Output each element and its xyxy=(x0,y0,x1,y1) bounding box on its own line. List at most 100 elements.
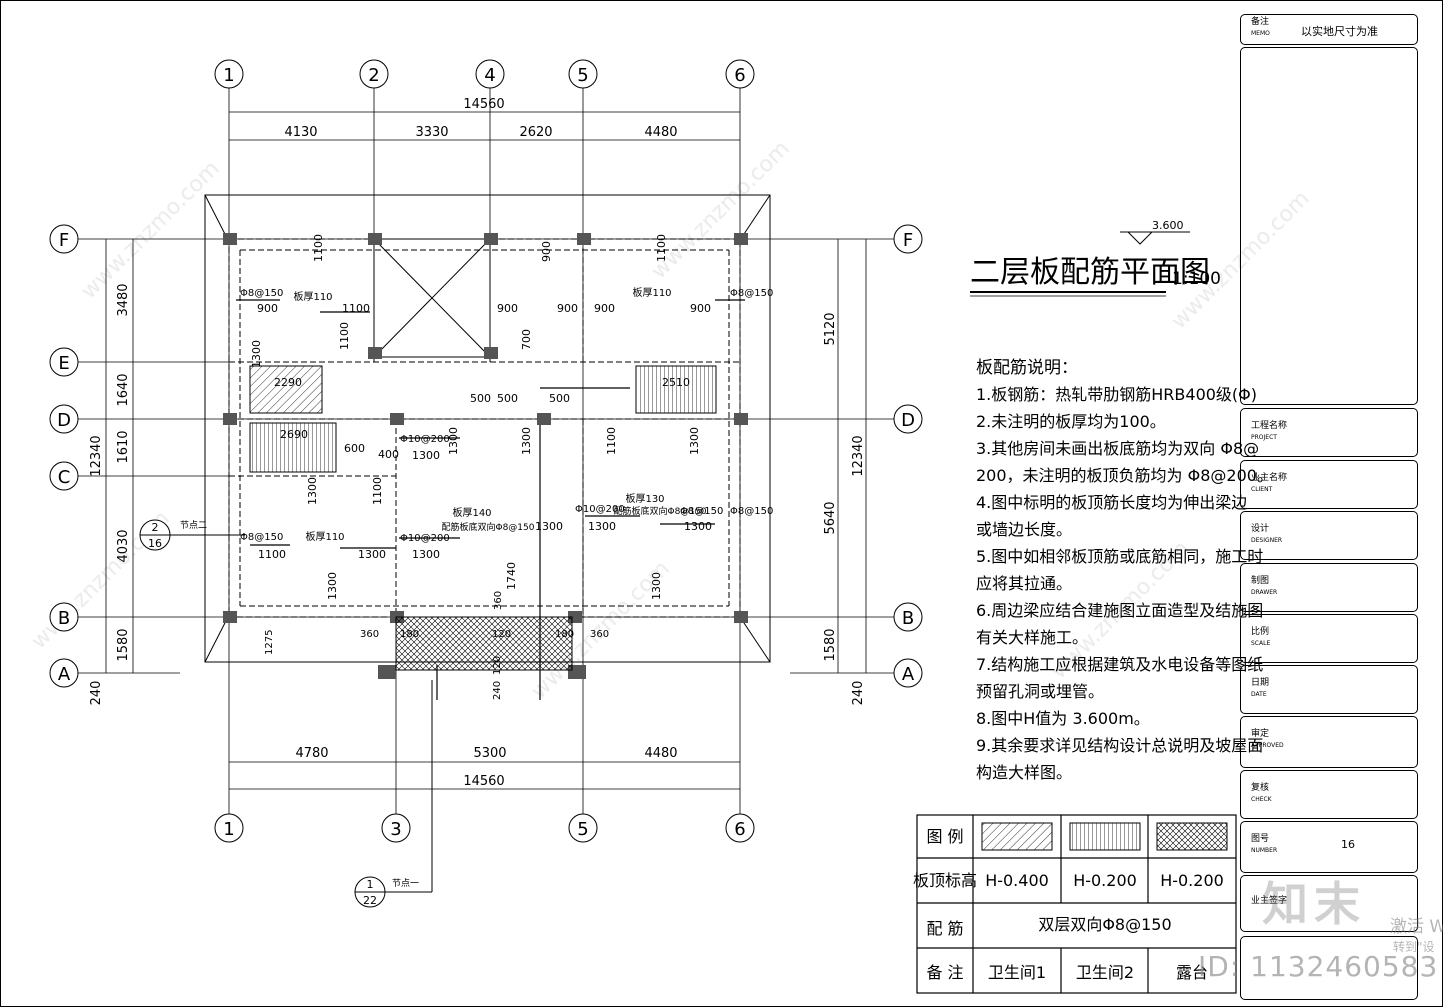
tb-designer: 设计 DESIGNER xyxy=(1240,511,1418,560)
hatch-dim: 2290 xyxy=(274,376,302,389)
dim-text: 4030 xyxy=(116,529,131,562)
tb-label: 日期 xyxy=(1251,678,1270,688)
note-item: 4.图中标明的板顶筋长度均为伸出梁边 xyxy=(976,493,1248,512)
dim-text: 5120 xyxy=(823,312,838,345)
tb-label: 备注 xyxy=(1251,17,1270,27)
note-item: 应将其拉通。 xyxy=(976,574,1073,593)
grid-label-top: 1 xyxy=(223,65,234,86)
rebar-length: 1300 xyxy=(688,427,701,455)
dim-text: 5300 xyxy=(473,746,506,761)
legend-value: 卫生间2 xyxy=(1076,963,1134,982)
watermark-text: www.znzmo.com xyxy=(647,136,795,284)
dim-text: 3330 xyxy=(415,125,448,140)
rebar-lines xyxy=(236,299,745,700)
note-item: 9.其余要求详见结构设计总说明及坡屋面 xyxy=(976,736,1264,755)
node-ref-sheet: 22 xyxy=(363,894,377,907)
tb-label-en: CHECK xyxy=(1251,796,1272,803)
rebar-label: Φ8@150 xyxy=(240,288,283,299)
legend-label: 备 注 xyxy=(926,963,963,982)
dimension-texts: 14560 4130 3330 2620 4480 4780 5300 4480… xyxy=(89,97,866,789)
dim-text: 1640 xyxy=(116,373,131,406)
note-item: 有关大样施工。 xyxy=(976,628,1089,647)
grid-label-right: F xyxy=(903,230,913,251)
note-item: 8.图中H值为 3.600m。 xyxy=(976,709,1150,728)
rebar-length: 1300 xyxy=(684,520,712,533)
grid-label-right: D xyxy=(901,410,915,431)
dim-text: 240 xyxy=(851,681,866,706)
rebar-length: 500 xyxy=(497,392,518,405)
id-overlay: ID: 1132460583 xyxy=(1198,950,1439,983)
rebar-label: Φ10@200 xyxy=(575,504,625,515)
dim-text: 4480 xyxy=(644,746,677,761)
tb-label-en: DESIGNER xyxy=(1251,537,1283,544)
grid-label-left: D xyxy=(57,410,71,431)
hatch-dim: 2510 xyxy=(662,376,690,389)
dim-text: 3480 xyxy=(116,283,131,316)
node-ref-num: 2 xyxy=(152,521,159,534)
legend-value: H-0.400 xyxy=(985,871,1049,890)
grid-label-right: A xyxy=(902,664,915,685)
rebar-label: Φ10@200 xyxy=(400,434,450,445)
tb-label-en: DATE xyxy=(1251,691,1267,698)
legend-swatch-cross xyxy=(1156,822,1228,851)
rebar-length: 600 xyxy=(344,442,365,455)
grid-label-bottom: 1 xyxy=(223,819,234,840)
misc-dim: 240 xyxy=(492,681,503,700)
tb-label-en: SCALE xyxy=(1251,640,1271,647)
stair-void xyxy=(373,238,491,358)
elevation-mark: 3.600 xyxy=(1152,219,1184,232)
rebar-length: 1300 xyxy=(535,520,563,533)
rebar-length: 1100 xyxy=(258,548,286,561)
note-item: 6.周边梁应结合建施图立面造型及结施图 xyxy=(976,601,1264,620)
rebar-length: 1300 xyxy=(447,427,460,455)
tb-label-en: MEMO xyxy=(1251,30,1270,37)
misc-dim: 360 xyxy=(360,629,379,640)
dim-text: 1580 xyxy=(116,628,131,661)
brand-overlay: 知末 xyxy=(1262,877,1366,931)
hatch-area-cross xyxy=(395,616,573,671)
rebar-length: 1100 xyxy=(338,322,351,350)
dim-text: 14560 xyxy=(463,774,504,789)
rebar-length: 400 xyxy=(378,448,399,461)
misc-dim: 360 xyxy=(493,591,504,610)
watermark-text: www.znzmo.com xyxy=(77,156,225,304)
node-ref-num: 1 xyxy=(367,878,374,891)
grid-label-top: 4 xyxy=(484,65,495,86)
rebar-length: 1100 xyxy=(605,427,618,455)
rebar-label: Φ8@150 xyxy=(680,506,723,517)
dim-text: 12340 xyxy=(89,435,104,476)
rebar-length: 1300 xyxy=(412,548,440,561)
tb-label: 设计 xyxy=(1251,524,1270,534)
note-item: 构造大样图。 xyxy=(976,763,1073,782)
rebar-length: 1100 xyxy=(371,477,384,505)
misc-dim: 120 xyxy=(492,629,511,640)
legend-value: 双层双向Φ8@150 xyxy=(1038,915,1171,934)
dim-text: 1580 xyxy=(823,628,838,661)
rebar-length: 1300 xyxy=(520,427,533,455)
rebar-length: 1100 xyxy=(312,234,325,262)
grid-label-top: 2 xyxy=(368,65,379,86)
rebar-length: 1300 xyxy=(306,477,319,505)
misc-dim: 360 xyxy=(590,629,609,640)
rebar-label: Φ8@150 xyxy=(730,288,773,299)
goto-overlay: 转到"设 xyxy=(1393,940,1435,954)
hatch-area-vert xyxy=(635,365,717,414)
grid-label-left: E xyxy=(58,353,69,374)
columns xyxy=(223,233,748,679)
note-item: 或墙边长度。 xyxy=(976,520,1073,539)
misc-dim: 120 xyxy=(492,656,503,675)
legend-label: 图 例 xyxy=(926,827,963,846)
tb-bottom xyxy=(1240,936,1418,1000)
legend-swatch-diag xyxy=(981,822,1053,851)
tb-label: 制图 xyxy=(1251,576,1270,586)
note-item: 7.结构施工应根据建筑及水电设备等图纸 xyxy=(976,655,1264,674)
grid-bubbles-top: 1 2 4 5 6 xyxy=(214,59,755,89)
node-ref-1: 1 22 节点一 xyxy=(354,680,433,908)
rebar-length: 900 xyxy=(690,302,711,315)
dimension-lines xyxy=(105,111,867,790)
